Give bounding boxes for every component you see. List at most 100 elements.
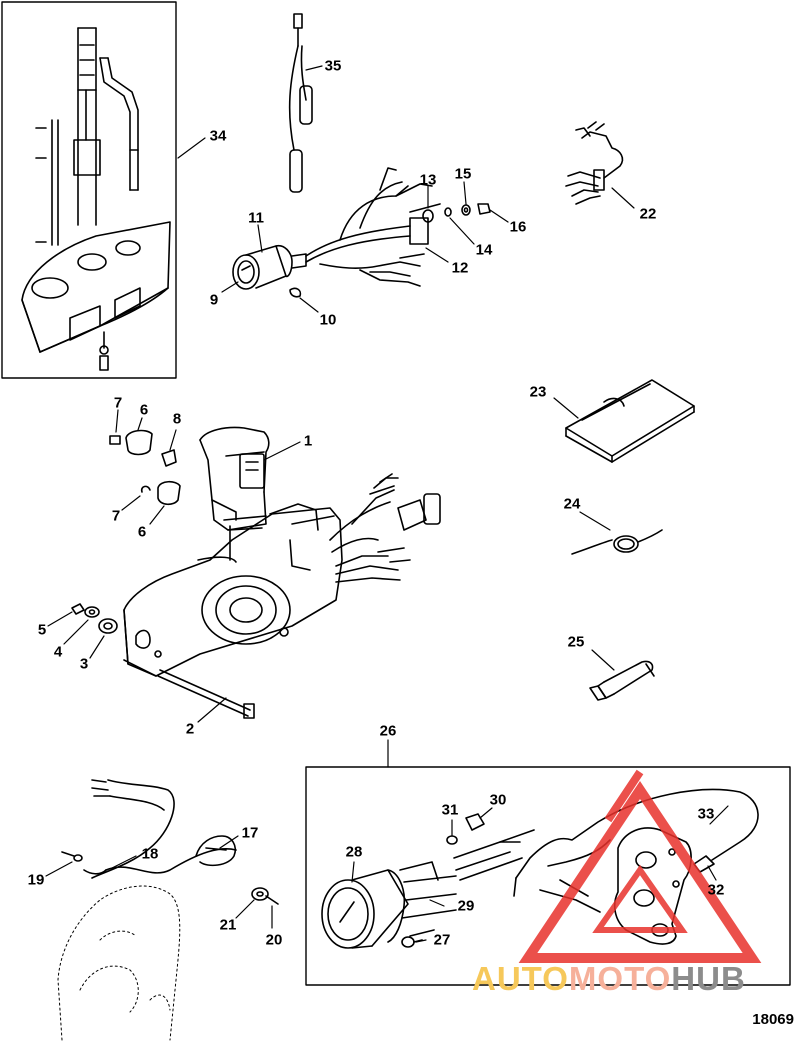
callout-1: 1	[303, 432, 313, 450]
part-22-jumper	[565, 121, 624, 205]
kit-34-frame	[1, 1, 177, 379]
leader-18	[111, 855, 137, 869]
leader-19	[45, 861, 73, 877]
harness-17-21	[61, 779, 279, 905]
tiller-bracket-housing	[21, 221, 171, 371]
callout-2: 2	[185, 720, 195, 738]
leader-4	[63, 619, 89, 645]
callout-35: 35	[324, 57, 342, 75]
callout-9: 9	[209, 291, 219, 309]
part-35-harness	[288, 13, 313, 193]
callout-7b: 7	[111, 507, 121, 525]
callout-25: 25	[567, 633, 585, 651]
figure-number: 18069	[752, 1011, 794, 1028]
leader-11	[257, 224, 263, 253]
leader-10	[299, 297, 319, 313]
callout-34: 34	[209, 127, 227, 145]
callout-5: 5	[37, 621, 47, 639]
callout-18: 18	[141, 845, 159, 863]
leader-21	[235, 899, 255, 919]
callout-12: 12	[451, 259, 469, 277]
parts-13-16-hardware	[422, 203, 491, 223]
leader-6b	[149, 505, 165, 525]
watermark-part1: AUTO	[472, 960, 569, 997]
callout-17: 17	[241, 824, 259, 842]
callout-26: 26	[379, 722, 397, 740]
tiller-shaft	[73, 27, 101, 226]
callout-20: 20	[265, 931, 283, 949]
callout-16: 16	[509, 218, 527, 236]
callout-10: 10	[319, 311, 337, 329]
leader-28	[351, 861, 355, 883]
kit-26-frame	[305, 766, 791, 986]
leader-6a	[137, 417, 143, 431]
leader-1	[263, 441, 301, 461]
leader-17	[219, 835, 239, 849]
callout-6b: 6	[137, 523, 147, 541]
callout-29: 29	[457, 897, 475, 915]
callout-4: 4	[53, 643, 63, 661]
bent-cable-tube	[99, 57, 139, 191]
throttle-link-rod	[35, 119, 59, 246]
leader-16	[489, 209, 509, 223]
leader-5	[47, 611, 73, 627]
part-12-wire-harness	[305, 167, 441, 287]
leader-33	[709, 805, 729, 825]
callout-21: 21	[219, 916, 237, 934]
control-harness-plugs	[329, 473, 441, 583]
callout-22: 22	[639, 205, 657, 223]
leader-12	[425, 247, 449, 263]
callout-33: 33	[697, 805, 715, 823]
callout-14: 14	[475, 241, 493, 259]
callout-32: 32	[707, 881, 725, 899]
part-9-key-switch	[232, 244, 307, 290]
watermark-text: AUTOMOTOHUB	[472, 960, 746, 998]
callout-6a: 6	[139, 401, 149, 419]
leader-14	[449, 217, 475, 245]
callout-24: 24	[563, 495, 581, 513]
leader-2	[197, 697, 227, 723]
leader-32	[707, 865, 717, 881]
watermark-part3: HUB	[671, 960, 746, 997]
leader-3	[89, 635, 105, 659]
watermark-part2: MOTO	[568, 960, 672, 997]
callout-27: 27	[433, 931, 451, 949]
callout-31: 31	[441, 801, 459, 819]
callout-23: 23	[529, 383, 547, 401]
part-25-grease-tube	[589, 660, 655, 701]
callout-13: 13	[419, 171, 437, 189]
leader-22	[611, 187, 635, 209]
callout-3: 3	[79, 655, 89, 673]
leader-24	[579, 511, 611, 531]
leader-8	[169, 429, 177, 451]
part-28-gauge	[321, 861, 457, 949]
part-33-sender-cable	[513, 788, 759, 913]
leader-30	[479, 807, 493, 819]
part-23-decal-packet	[565, 379, 695, 463]
gauge-wires	[453, 829, 535, 881]
control-housing	[123, 503, 343, 677]
leader-27	[415, 939, 427, 943]
callout-15: 15	[454, 165, 472, 183]
leader-29	[429, 899, 445, 907]
leader-7b	[121, 495, 141, 511]
callout-28: 28	[345, 843, 363, 861]
leader-25	[591, 649, 615, 671]
callout-7a: 7	[113, 394, 123, 412]
leader-15	[463, 181, 467, 205]
engine-ghost-outline	[57, 885, 181, 1041]
callout-8: 8	[172, 410, 182, 428]
leader-35	[305, 65, 323, 71]
parts-2-8-hardware	[71, 429, 255, 719]
callout-30: 30	[489, 791, 507, 809]
part-24-lanyard	[571, 529, 663, 555]
callout-19: 19	[27, 871, 45, 889]
callout-11: 11	[248, 209, 264, 227]
part-10-clip	[289, 287, 302, 298]
leader-23	[553, 397, 579, 419]
leader-34	[177, 137, 206, 159]
watermark-logo	[518, 769, 762, 963]
part-1-control-handle	[199, 426, 270, 531]
leader-7a	[115, 409, 119, 433]
